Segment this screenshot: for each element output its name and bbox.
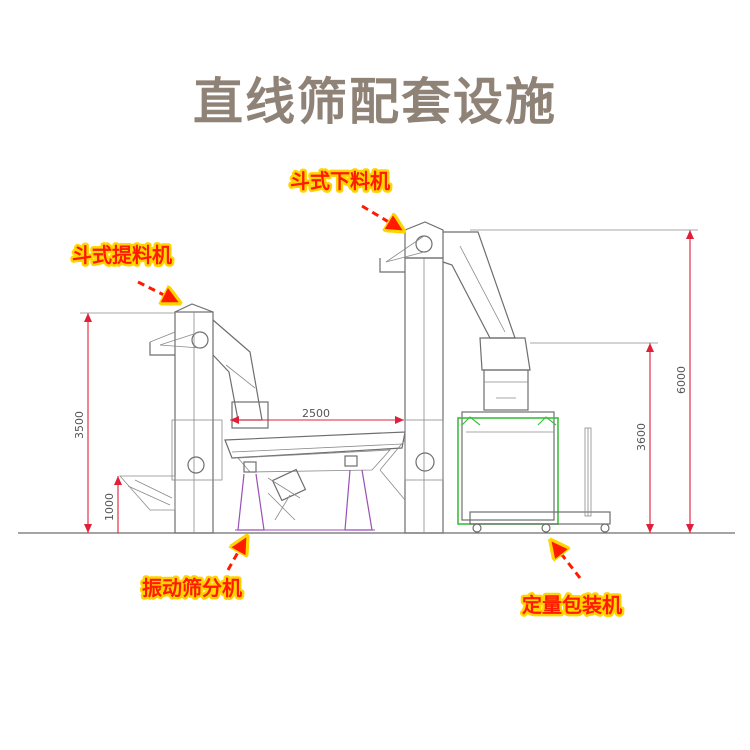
dimension-total-height: 6000 xyxy=(675,366,688,394)
bucket-elevator-left xyxy=(117,303,269,534)
dimension-lines xyxy=(80,229,698,533)
page-title: 直线筛配套设施 xyxy=(193,73,557,131)
arrow-bucket-unloader xyxy=(361,204,402,230)
dimension-screen-width: 2500 xyxy=(302,407,330,420)
label-bucket-elevator: 斗式提料机 xyxy=(72,243,172,267)
label-packing-machine: 定量包装机 xyxy=(522,593,622,617)
dimension-left-base: 1000 xyxy=(103,493,116,521)
bucket-unloader-right xyxy=(379,221,516,534)
dimension-left-height: 3500 xyxy=(73,411,86,439)
label-vibrating-screen: 振动筛分机 xyxy=(142,576,242,600)
label-bucket-unloader: 斗式下料机 xyxy=(290,169,390,193)
arrow-vibrating-screen xyxy=(226,538,246,571)
packing-machine xyxy=(457,337,611,533)
dimension-right-height: 3600 xyxy=(635,423,648,451)
arrow-bucket-elevator xyxy=(137,280,178,302)
vibrating-screen xyxy=(224,431,406,531)
arrow-packing-machine xyxy=(552,542,582,579)
